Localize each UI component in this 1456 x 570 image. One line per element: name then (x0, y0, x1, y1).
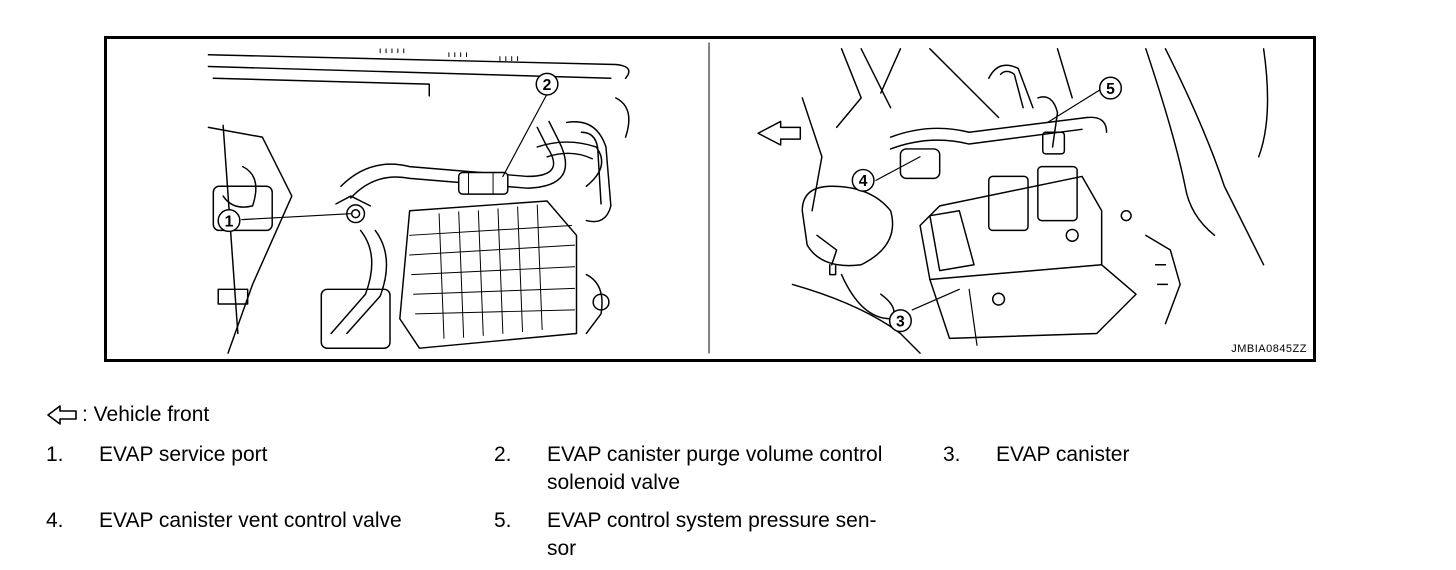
callout-1-circle (217, 209, 241, 233)
callout-4-circle (851, 168, 875, 192)
item-text: EVAP service port (99, 443, 268, 466)
item-number: 1. (46, 443, 64, 466)
item-text: EVAP canister vent control valve (99, 509, 402, 532)
callout-5: 5 (1106, 81, 1115, 98)
item-number: 4. (46, 509, 64, 532)
left-engine-view (207, 48, 630, 354)
hollow-left-arrow-icon (47, 405, 77, 425)
callout-2-circle (535, 72, 559, 96)
item-number: 5. (494, 509, 512, 532)
item-text: EVAP canister purge volume control solen… (547, 443, 883, 494)
vehicle-front-legend: : Vehicle front (46, 403, 209, 427)
right-engine-view (757, 48, 1269, 354)
callout-1: 1 (225, 213, 234, 230)
callout-5-circle (1098, 76, 1123, 100)
callout-3: 3 (896, 314, 905, 331)
callout-2: 2 (543, 77, 552, 94)
engine-bay-illustration: 1 2 3 4 5 (207, 42, 1269, 354)
callout-3-circle (888, 309, 912, 333)
component-location-figure: 1 2 3 4 5 JMBIA0845ZZ (104, 36, 1316, 362)
vehicle-front-label: : Vehicle front (82, 403, 210, 426)
callout-4: 4 (859, 173, 868, 190)
callout-markers (217, 72, 1123, 333)
item-text: EVAP canister (996, 443, 1130, 466)
item-number: 3. (943, 443, 961, 466)
figure-code: JMBIA0845ZZ (1231, 343, 1307, 355)
item-number: 2. (494, 443, 512, 466)
vehicle-front-arrow-icon (757, 120, 802, 146)
item-text: EVAP control system pressure sen- sor (547, 509, 877, 560)
